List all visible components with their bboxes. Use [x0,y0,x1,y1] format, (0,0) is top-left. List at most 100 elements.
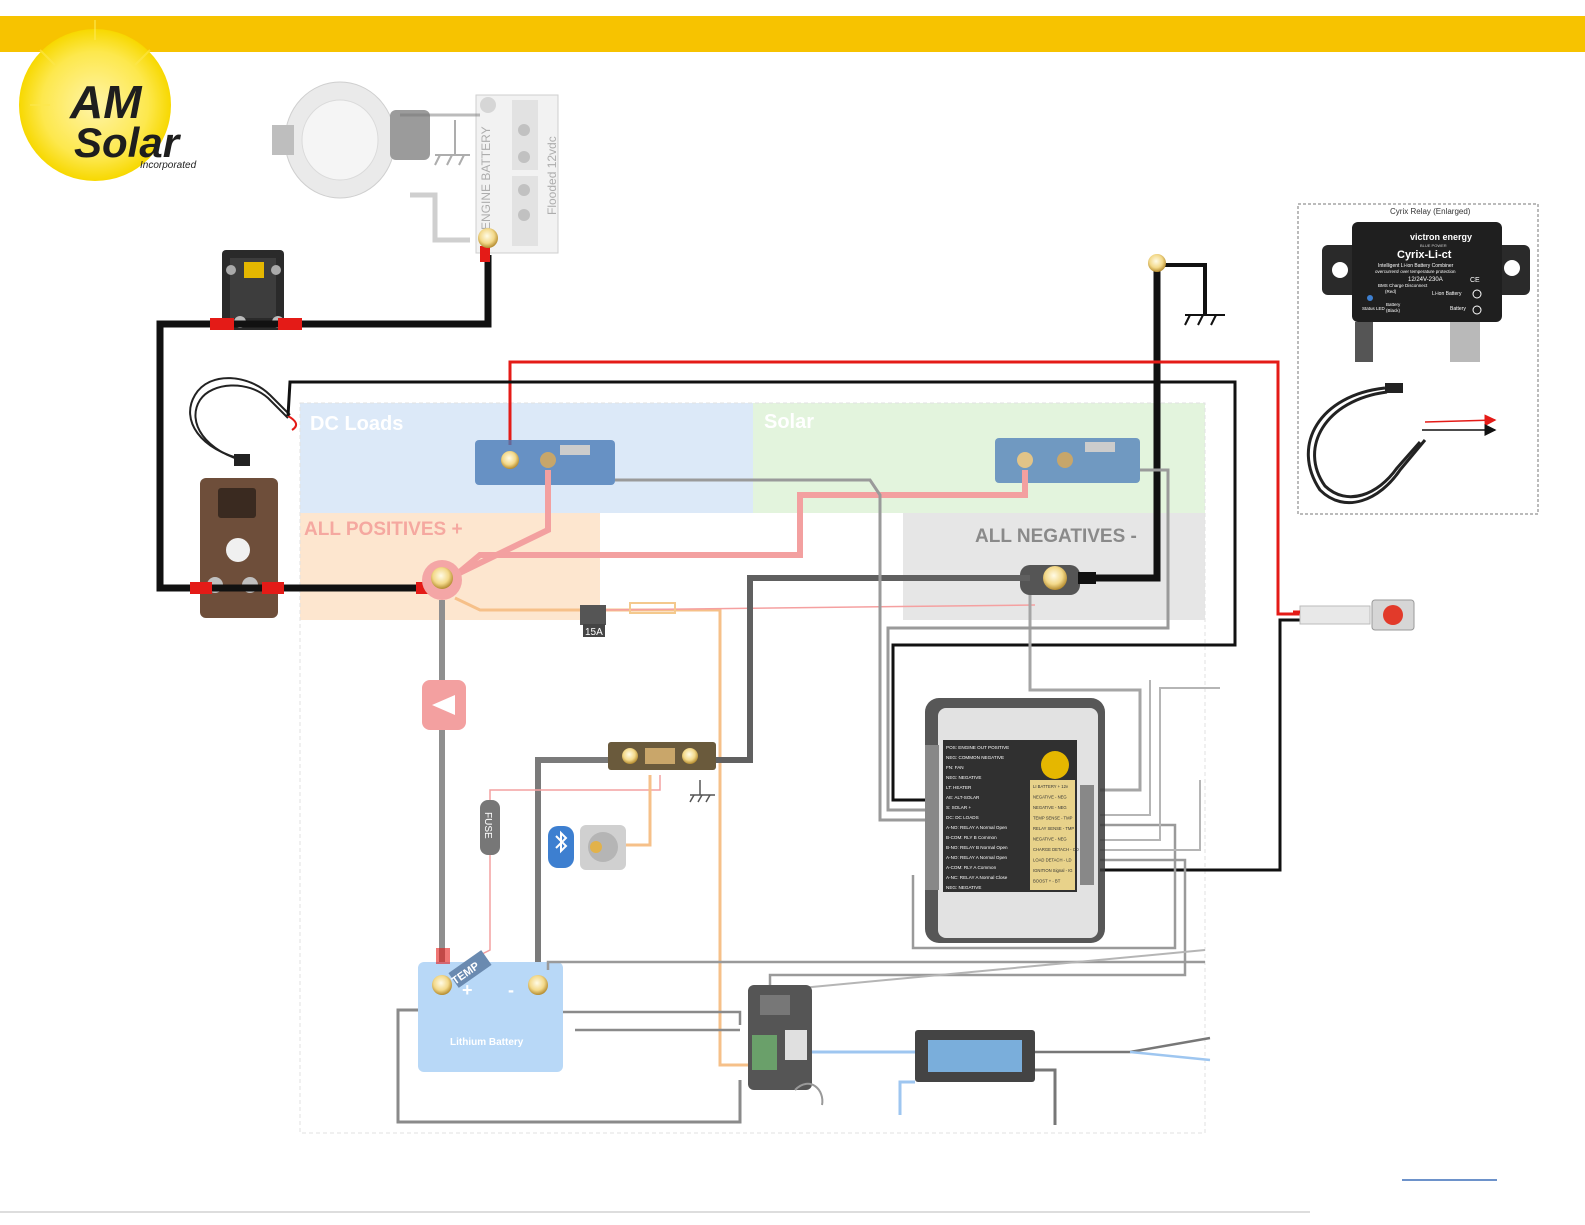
controller-left-label: A-NO: RELAY A Normal Open [946,855,1008,860]
wire-battery-neg [535,757,620,980]
engine-battery-label: ENGINE BATTERY [479,126,493,230]
negative-bus-stud [1020,565,1096,595]
zone-solar-label: Solar [764,411,814,433]
remote-switch [1293,599,1415,631]
ground-lug [1148,254,1166,272]
wire-lower-10 [1100,780,1201,851]
controller-right-label: NEGATIVE - NEG [1033,795,1067,800]
cyrix-desc1: Intelligent Li-ion Battery Combiner [1378,263,1454,269]
wire-shunt-bt [615,775,652,847]
controller-right-label: LI BATTERY + 12v [1033,784,1069,789]
ground-icon-shunt [689,780,715,803]
controller-right-label: IGNITION Signal - IG [1033,868,1073,873]
wire-remote-out [1035,1036,1211,1054]
cyrix-inset: Cyrix Relay (Enlarged) victron energy BL… [1297,203,1539,515]
header-bar [0,16,1585,52]
cyrix-inset-red-arrow [1424,414,1497,427]
wire-neg-shunt [1028,595,1142,792]
cyrix-brand: victron energy [1410,232,1472,242]
wire-lower-1 [563,1010,742,1025]
wire-solar-pos [448,470,1028,583]
wire-ground-short [1157,263,1207,315]
controller-left-label: B-COM: RLY B Common [946,835,997,840]
controller-left-label: A-NC: RELAY A Normal Close [946,875,1008,880]
controller-right-label: BOOST + - BT [1033,879,1061,884]
inline-fuse: FUSE [480,800,500,855]
controller-left-label: DC: DC LOADS [946,815,979,820]
engine-battery: ENGINE BATTERY Flooded 12vdc [475,94,559,254]
controller-terminals-right [1080,785,1094,885]
logo-line2: Solar [74,119,182,166]
remote-panel [915,1030,1035,1082]
cyrix-model: Cyrix-Li-ct [1397,249,1452,261]
cyrix-relay [200,478,278,618]
controller-right-label: CHARGE DETACH - CD [1033,847,1079,852]
wire-lower-2 [396,1008,742,1124]
zone-all-negatives-label: ALL NEGATIVES - [975,526,1137,547]
battery-fuse [422,680,466,730]
battery-minus-label: - [508,980,514,1000]
wire-remote-out-2 [1129,1050,1211,1062]
wire-lower-5 [768,858,1187,1000]
wire-lower-9 [1100,680,1151,816]
logo-sub: Incorporated [140,160,197,171]
wire-orange-fuse [454,596,750,1067]
controller-left-label: LT: HEATER [946,785,972,790]
lithium-battery: TEMP + - Lithium Battery [418,950,563,1072]
cyrix-status-led-dot [1367,295,1373,301]
wire-engine-to-breaker [156,255,492,592]
controller-left-label: POS: ENGINE OUT POSITIVE [946,745,1009,750]
controller-right-label: NEGATIVE - NEG [1033,805,1067,810]
controller-right-label: TEMP SENSE - TMP [1033,816,1073,821]
cyrix-rating: 12/24V-230A [1408,277,1443,283]
cyrix-desc2: overcurrent/ over temperature protection [1375,269,1456,274]
controller-right-label: NEGATIVE - NEG [1033,837,1067,842]
bluetooth-monitor [548,825,626,870]
wire-grey-dcloads [615,478,930,822]
battery-name: Lithium Battery [450,1037,524,1048]
wire-lower-8 [1100,687,1220,841]
ground-icon-right [1184,314,1225,326]
controller-left-label: NEG: NEGATIVE [946,885,981,890]
wire-neg-main [700,575,1030,763]
alternator-wire-2 [410,192,470,243]
shunt [608,742,716,770]
controller-left-label: AE: ALT-SOLAR [946,795,980,800]
wire-remote-down [1035,1068,1057,1125]
cyrix-bms-wire: (Red) [1385,289,1397,294]
solar-busbar [995,438,1140,483]
zone-all-positives-label: ALL POSITIVES + [304,519,463,540]
wire-grey-solar [886,468,1170,812]
wire-red-signal [508,360,1300,616]
wire-lower-7 [911,823,1177,950]
cyrix-status-led: Status LED [1362,306,1386,311]
controller-left-label: NEG: NEGATIVE [946,775,981,780]
circuit-breaker [222,250,284,330]
wire-lower-6 [779,949,1206,991]
dc-loads-busbar [475,440,615,485]
inline-fuse-label: FUSE [482,812,493,839]
wire-lower-4 [546,960,1205,970]
wire-black-switch [1100,618,1300,872]
wire-blue-2 [898,1080,915,1115]
system-outline [299,402,1206,1134]
cyrix-battery-wire: (Black) [1386,308,1401,313]
controller-left-label: FN: FAN [946,765,964,770]
wire-shunt-signal [489,775,661,800]
wire-thin-red [599,604,1036,611]
battery-pos-connector [436,948,450,964]
engine-battery-type: Flooded 12vdc [545,136,559,215]
inline-fuse-holder [629,602,676,614]
cyrix-li-battery: Li-ion Battery [1432,291,1462,297]
am-solar-logo: AM Solar Incorporated [19,20,197,181]
cyrix-harness [189,377,291,466]
dc-dc-charger [748,985,812,1090]
cyrix-ce: CE [1470,277,1480,284]
cyrix-brand-sub: BLUE POWER [1420,243,1447,248]
engine-battery-lug [478,228,498,248]
wire-black-signal [286,380,1237,802]
battery-plus-label: + [462,980,473,1000]
